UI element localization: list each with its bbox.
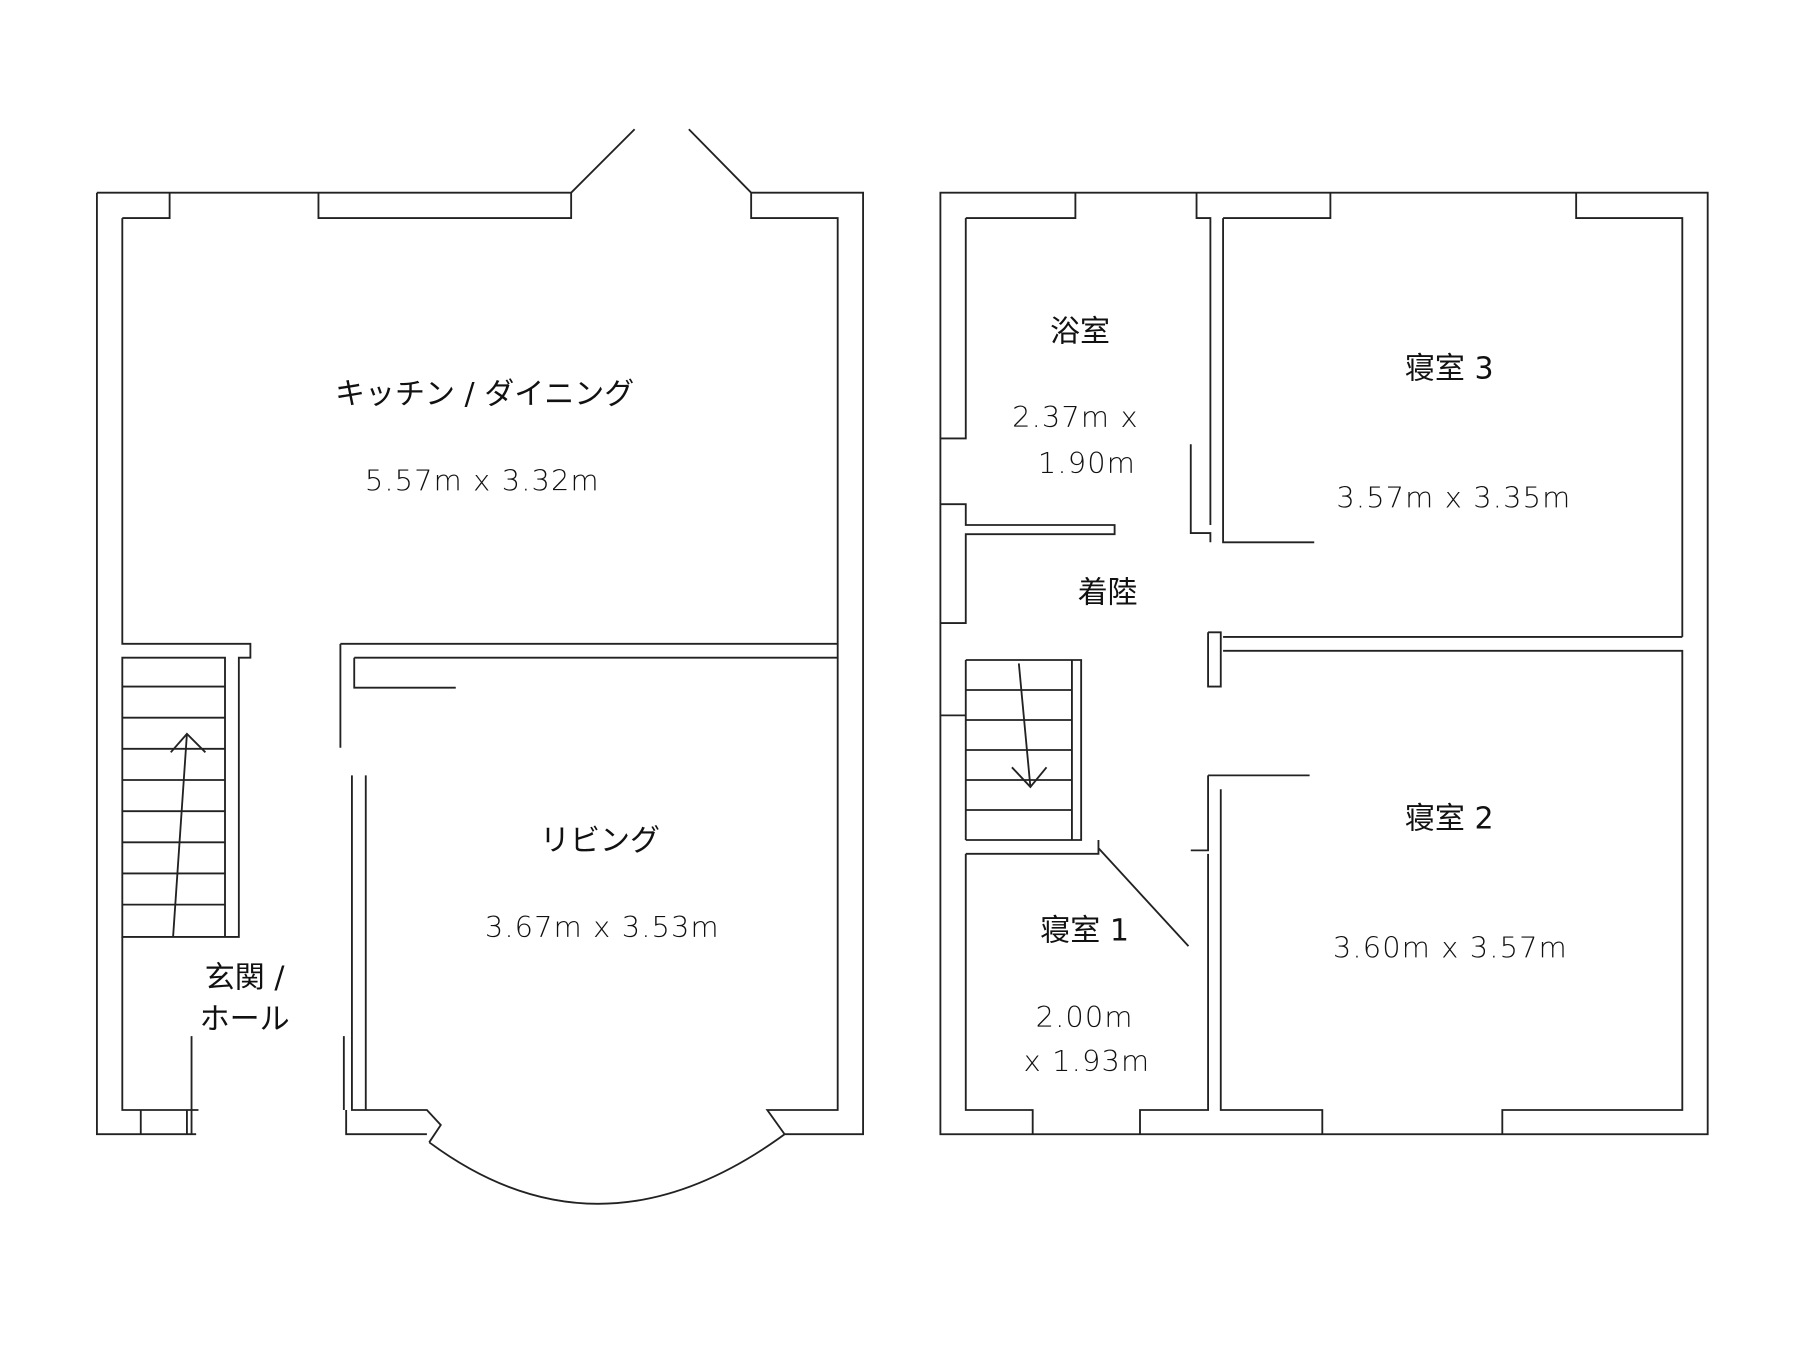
bedroom2-size: 3.60m x 3.57m [1333,931,1568,965]
bedroom1-size-line1: 2.00m [1036,1000,1134,1034]
hall-label-line1: 玄関 / [205,961,286,996]
first-floor-stairs [964,659,1083,841]
stairs-down-arrow-icon [1011,663,1048,789]
ground-floor-stairs [122,685,225,937]
ground-floor-walls [96,128,864,1205]
bathroom-size-line1: 2.37m x [1012,400,1139,434]
first-floor-walls [939,191,1709,1136]
hall-label-line2: ホール [200,1002,290,1037]
bedroom1-size-line2: x 1.93m [1024,1044,1151,1078]
bedroom1-label: 寝室 1 [1040,913,1129,948]
bathroom-label: 浴室 [1050,315,1110,350]
stairs-up-arrow-icon [170,732,207,937]
bedroom3-label: 寝室 3 [1405,351,1494,386]
living-label: リビング [540,823,660,858]
bedroom3-size: 3.57m x 3.35m [1336,481,1571,515]
landing-label: 着陸 [1078,575,1138,610]
kitchen-size: 5.57m x 3.32m [365,463,600,497]
bathroom-size-line2: 1.90m [1038,446,1136,480]
kitchen-label: キッチン / ダイニング [335,377,634,412]
living-size: 3.67m x 3.53m [485,910,720,944]
bedroom2-label: 寝室 2 [1405,801,1494,836]
